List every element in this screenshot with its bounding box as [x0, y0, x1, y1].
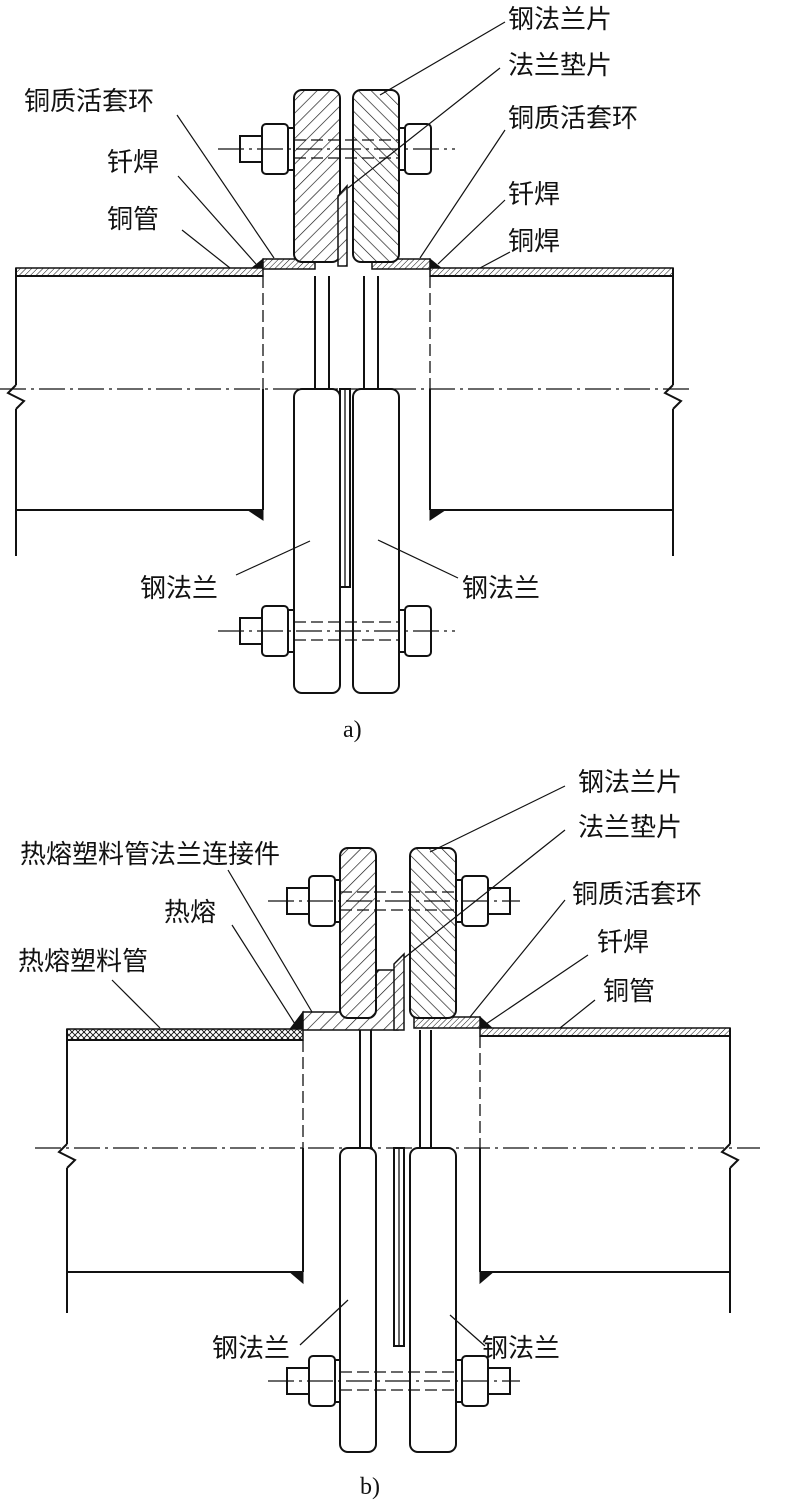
copper-loose-ring-left — [250, 257, 316, 270]
label-steel-flange-plate-b: 钢法兰片 — [578, 768, 682, 798]
bolt-top-b — [268, 875, 520, 927]
panel-b: 钢法兰片 法兰垫片 热熔塑料管法兰连接件 热熔 铜质活套环 热熔塑料管 钎焊 铜… — [18, 768, 760, 1500]
copper-pipe-right — [429, 267, 683, 556]
label-fusion-connector: 热熔塑料管法兰连接件 — [20, 840, 280, 870]
label-steel-flange-plate: 钢法兰片 — [508, 5, 612, 35]
label-steel-flange-left-b: 钢法兰 — [212, 1334, 290, 1364]
steel-flange-left-b — [339, 847, 377, 1453]
label-copper-loose-ring-b: 铜质活套环 — [572, 880, 702, 910]
steel-flange-right-b — [409, 847, 457, 1453]
label-copper-pipe-b: 铜管 — [603, 977, 655, 1007]
bolt-top — [218, 123, 455, 175]
copper-loose-ring-right — [371, 257, 443, 270]
label-hot-melt: 热熔 — [164, 898, 216, 928]
label-copper-loose-ring-left: 铜质活套环 — [24, 87, 154, 117]
label-fusion-plastic-pipe: 热熔塑料管 — [18, 947, 148, 977]
label-flange-gasket: 法兰垫片 — [508, 51, 612, 81]
label-steel-flange-right: 钢法兰 — [462, 574, 540, 604]
panel-a: 钢法兰片 法兰垫片 铜质活套环 铜质活套环 钎焊 钎焊 铜管 铜焊 钢法兰 钢法… — [0, 5, 690, 743]
label-copper-loose-ring-right: 铜质活套环 — [508, 104, 638, 134]
fusion-plastic-pipe-left — [57, 1028, 304, 1313]
flange-gasket — [337, 184, 351, 588]
bolt-bottom — [218, 605, 455, 657]
label-steel-flange-left: 钢法兰 — [140, 574, 218, 604]
steel-flange-left — [293, 89, 341, 694]
bolt-bottom-b — [268, 1355, 520, 1407]
caption-b: b) — [360, 1474, 380, 1500]
caption-a: a) — [343, 717, 362, 743]
flange-gasket-b — [393, 952, 405, 1347]
label-brazing-b: 钎焊 — [597, 928, 649, 958]
label-steel-flange-right-b: 钢法兰 — [482, 1334, 560, 1364]
label-brazing-left: 钎焊 — [107, 148, 159, 178]
label-flange-gasket-b: 法兰垫片 — [578, 813, 682, 843]
label-copper-pipe: 铜管 — [107, 205, 159, 235]
label-brazing-right: 钎焊 — [508, 180, 560, 210]
label-copper-weld: 铜焊 — [508, 227, 560, 257]
steel-flange-right — [352, 89, 400, 694]
copper-pipe-left — [6, 267, 264, 556]
copper-pipe-right-b — [479, 1027, 740, 1313]
